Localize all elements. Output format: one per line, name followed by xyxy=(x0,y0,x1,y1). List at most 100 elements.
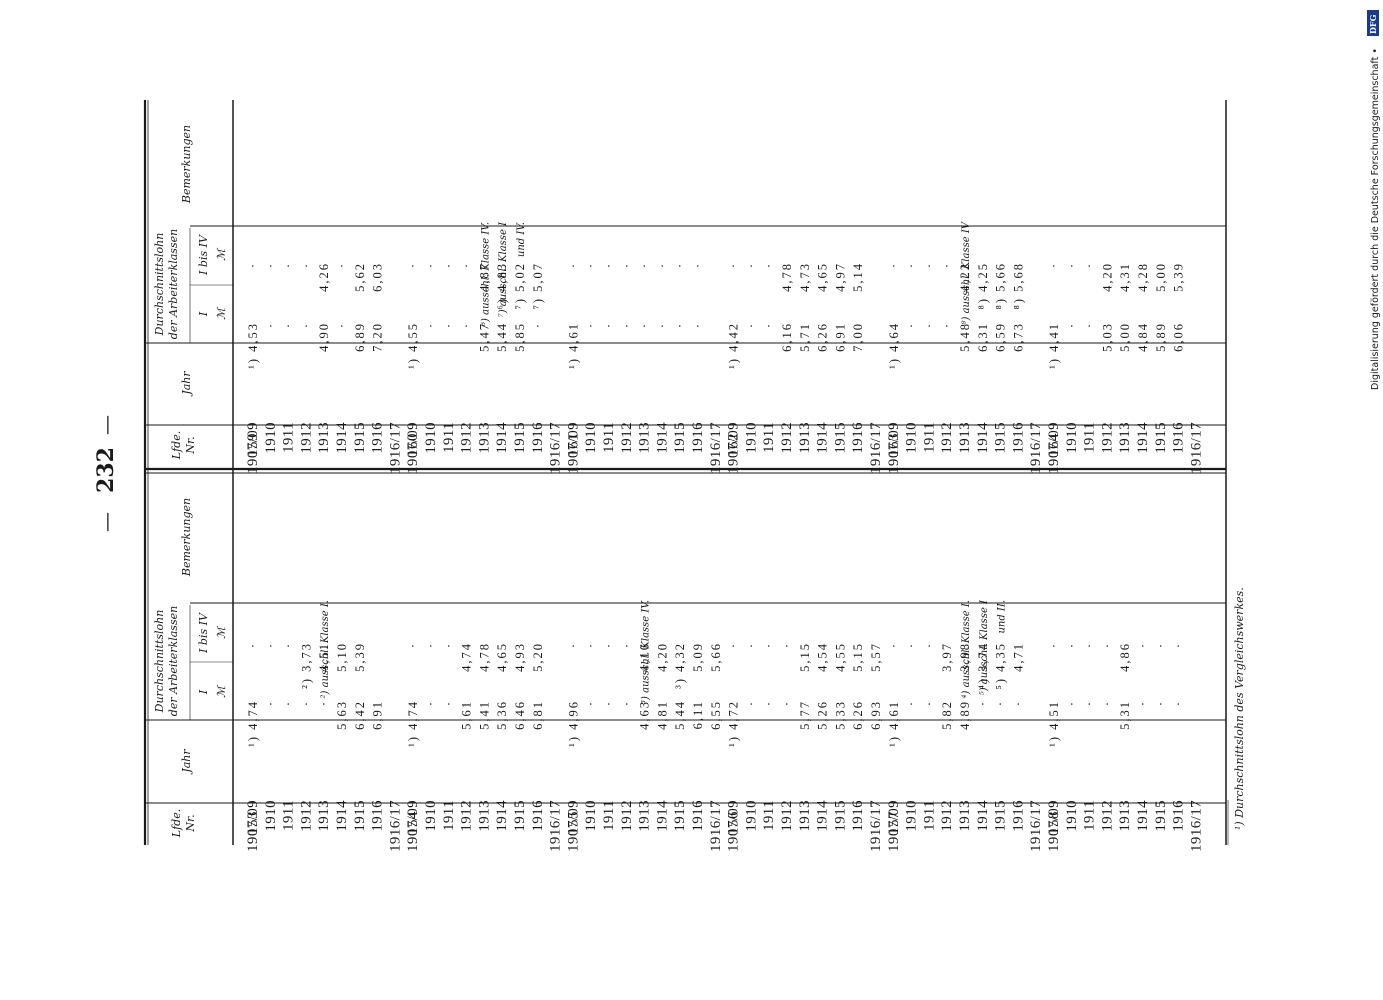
wage-I-cell: · xyxy=(1100,700,1114,706)
wage-I-cell: 6,91 xyxy=(833,322,847,352)
wage-IV-cell: 5,14 xyxy=(851,262,865,292)
wage-IV-cell: 4,20 xyxy=(655,642,669,672)
year-cell: 1910 xyxy=(583,800,599,832)
lfd-nr-header: Lfde. xyxy=(170,431,183,460)
wage-IV-cell: ⁴) 3,74 xyxy=(976,642,990,690)
lfd-nr-header: Lfde. xyxy=(170,809,183,838)
year-cell: 1912 xyxy=(619,800,635,832)
remark-line: ⁸) ausschl. Klasse IV xyxy=(961,220,972,324)
page-number: 232 xyxy=(93,447,119,493)
year-cell: 1914 xyxy=(975,422,991,454)
year-cell: 1916/17 xyxy=(548,422,564,474)
wage-IV-cell: · xyxy=(566,262,580,268)
wage-I-cell: · xyxy=(994,700,1008,706)
wage-IV-cell: · xyxy=(282,262,296,268)
wage-IV-cell: 4,51 xyxy=(317,642,331,672)
year-cell: 1907/09 xyxy=(245,422,261,474)
wage-IV-cell: · xyxy=(905,262,919,268)
wage-I-cell: 5,63 xyxy=(335,700,349,730)
unit-I: ℳ xyxy=(215,684,228,698)
wage-IV-cell: · xyxy=(406,262,420,268)
wage-I-cell: · xyxy=(1154,700,1168,706)
wage-I-cell: 6,26 xyxy=(816,322,830,352)
wage-I-cell: 6,42 xyxy=(353,700,367,730)
year-cell: 1913 xyxy=(1117,800,1133,832)
wage-IV-cell: ⁸) 5,68 xyxy=(1011,262,1025,310)
wage-IV-cell: · xyxy=(1065,262,1079,268)
year-cell: 1915 xyxy=(512,800,528,832)
wage-I-cell: · xyxy=(1083,700,1097,706)
wage-I-cell: · xyxy=(1065,322,1079,328)
year-cell: 1916 xyxy=(530,422,546,454)
wage-I-cell: 6,93 xyxy=(869,700,883,730)
year-cell: 1914 xyxy=(494,422,510,454)
side-credit-text: Digitalisierung gefördert durch die Deut… xyxy=(1370,48,1381,390)
wage-I-cell: · xyxy=(299,700,313,706)
lfd-nr-153: 153 xyxy=(245,811,261,835)
wage-I-cell: ¹) 4,53 xyxy=(246,322,260,369)
wage-I-cell: 5,41 xyxy=(477,700,491,730)
year-cell: 1912 xyxy=(1099,422,1115,454)
wage-I-cell: · xyxy=(442,322,456,328)
wage-IV-cell: · xyxy=(442,642,456,648)
wage-IV-cell: · xyxy=(1083,642,1097,648)
wage-I-cell: · xyxy=(620,700,634,706)
year-cell: 1915 xyxy=(993,422,1009,454)
unit-IV: ℳ xyxy=(215,625,228,639)
wage-IV-cell: 4,93 xyxy=(513,642,527,672)
wage-IV-cell: · xyxy=(584,262,598,268)
year-cell: 1913 xyxy=(957,422,973,454)
wage-I-cell: · xyxy=(905,700,919,706)
wage-I-cell: · xyxy=(282,322,296,328)
wage-IV-cell: · xyxy=(264,262,278,268)
wage-IV-cell: ⁵) 4,35 xyxy=(994,642,1008,690)
wage-IV-cell: · xyxy=(1047,262,1061,268)
wage-I-cell: ¹) 4,74 xyxy=(246,700,260,747)
wage-IV-cell: 4,54 xyxy=(816,642,830,672)
wage-IV-cell: 5,39 xyxy=(1172,262,1186,292)
wage-I-cell: · xyxy=(976,700,990,706)
wage-IV-cell: · xyxy=(727,642,741,648)
wage-IV-cell: · xyxy=(922,262,936,268)
wage-IV-cell: · xyxy=(299,262,313,268)
year-cell: 1914 xyxy=(1135,422,1151,454)
wage-I-cell: ¹) 4,72 xyxy=(727,700,741,747)
remark-line: und IV. xyxy=(516,222,527,257)
lohn-header-2: der Arbeiterklassen xyxy=(167,229,180,339)
wage-IV-cell: 5,57 xyxy=(869,642,883,672)
col-I-header: I xyxy=(197,311,210,317)
page-dash-left: — xyxy=(94,512,118,532)
wage-IV-cell: 4,73 xyxy=(798,262,812,292)
year-cell: 1916/17 xyxy=(708,800,724,852)
year-cell: 1911 xyxy=(441,800,457,831)
wage-I-cell: 5,82 xyxy=(940,700,954,730)
wage-IV-cell: 4,16 xyxy=(638,642,652,672)
wage-I-cell: 6,06 xyxy=(1172,322,1186,352)
jahr-header: Jahr xyxy=(180,749,193,775)
wage-IV-cell: · xyxy=(744,262,758,268)
wage-IV-cell: · xyxy=(602,642,616,648)
wage-I-cell: ¹) 4,96 xyxy=(566,700,580,747)
wage-IV-cell: · xyxy=(406,642,420,648)
wage-IV-cell: · xyxy=(246,642,260,648)
year-cell: 1915 xyxy=(1153,422,1169,454)
lfd-nr-154: 154 xyxy=(405,811,421,835)
year-cell: 1911 xyxy=(441,422,457,453)
year-cell: 1916/17 xyxy=(1188,800,1204,852)
year-cell: 1912 xyxy=(619,422,635,454)
lfd-nr-157: 157 xyxy=(886,811,902,835)
year-cell: 1912 xyxy=(1099,800,1115,832)
wage-IV-cell: · xyxy=(584,642,598,648)
unit-IV: ℳ xyxy=(215,247,228,261)
wage-I-cell: · xyxy=(335,322,349,328)
wage-I-cell: · xyxy=(317,700,331,706)
dfg-logo-box xyxy=(1367,10,1379,36)
wage-IV-cell: · xyxy=(887,642,901,648)
wage-IV-cell: 5,39 xyxy=(353,642,367,672)
wage-IV-cell: · xyxy=(620,262,634,268)
wage-I-cell: 5,03 xyxy=(1100,322,1114,352)
year-cell: 1911 xyxy=(1082,422,1098,453)
year-cell: 1913 xyxy=(637,422,653,454)
